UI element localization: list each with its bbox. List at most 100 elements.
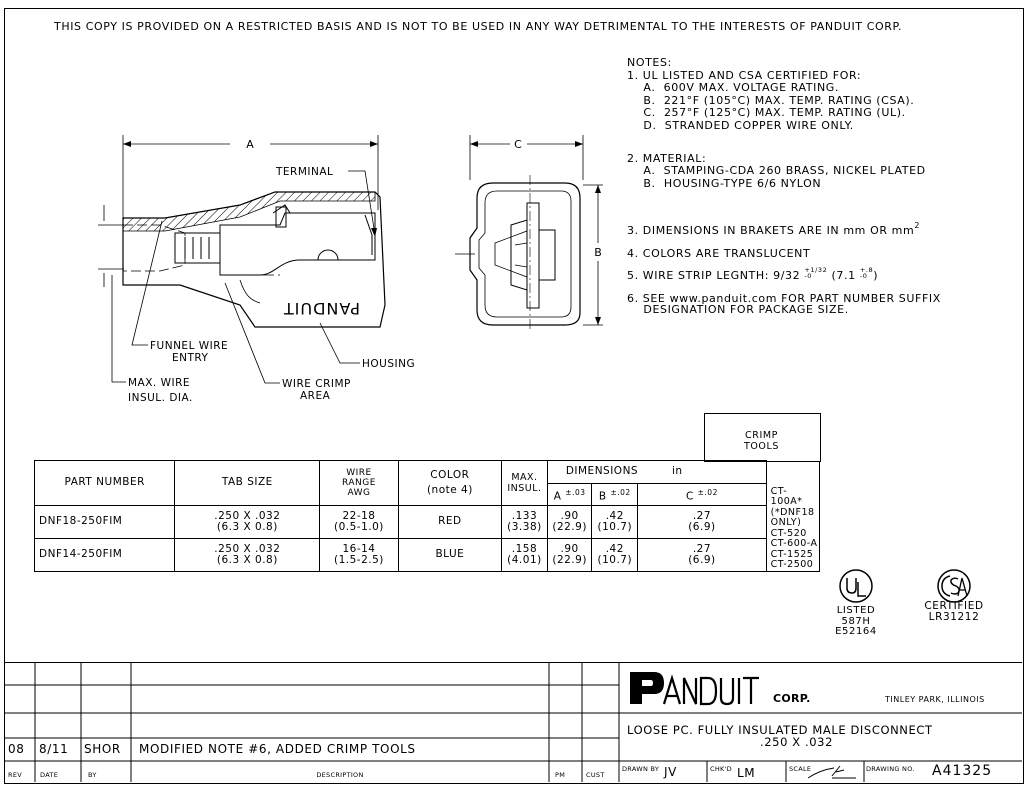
note-3-sup: 2: [914, 221, 921, 230]
notes-block: NOTES: 1. UL LISTED AND CSA CERTIFIED FO…: [627, 56, 926, 190]
row-part: DNF18-250FIM: [33, 504, 176, 539]
header-dim-a: A ±.03: [546, 482, 593, 506]
note-6-line1: 6. SEE www.panduit.com FOR PART NUMBER S…: [627, 292, 941, 305]
crimp-tool: CT-100A*: [770, 485, 803, 507]
header-tab-size: TAB SIZE: [174, 460, 321, 506]
drawn-by-label: DRAWN BY: [622, 765, 660, 773]
date-value: 8/11: [39, 742, 69, 756]
ul-line-3: E52164: [835, 626, 877, 637]
notes-title: NOTES:: [627, 56, 672, 69]
rev-header: REV: [8, 771, 22, 779]
drawn-by-value: JV: [664, 765, 677, 779]
b-1: .42: [605, 542, 624, 555]
header-dimensions: DIMENSIONS in: [546, 460, 767, 484]
dims-unit: in: [671, 465, 683, 478]
a-2: (22.9): [552, 553, 587, 566]
drawing-number: A41325: [932, 763, 993, 779]
a-1: .90: [560, 542, 579, 555]
header-part-number: PART NUMBER: [33, 460, 176, 506]
row-color: RED: [397, 504, 503, 539]
note-line: 2. MATERIAL:: [627, 151, 707, 165]
note-4: 4. COLORS ARE TRANSLUCENT: [627, 247, 811, 260]
note-line: D. STRANDED COPPER WIRE ONLY.: [627, 118, 854, 132]
max-wire-label-2: INSUL. DIA.: [128, 392, 193, 404]
mirrored-brand-text: PANDUIT: [283, 299, 360, 318]
checked-label: CHK'D: [710, 765, 732, 773]
header-wire-range: WIRE RANGE AWG: [319, 460, 399, 506]
title-block-top-rule: [4, 662, 1022, 663]
tab-1: .250 X .032: [214, 542, 281, 555]
note-line: B. 221°F (105°C) MAX. TEMP. RATING (CSA)…: [627, 93, 915, 107]
header-dim-b: B ±.02: [591, 482, 639, 506]
crimp-tool: CT-2500: [770, 559, 814, 570]
row-color: BLUE: [397, 537, 503, 572]
tab-2: (6.3 X 0.8): [216, 520, 278, 533]
funnel-label-1: FUNNEL WIRE: [150, 340, 228, 352]
row-a: .90(22.9): [546, 504, 593, 539]
sheet-border: [4, 8, 1024, 784]
header-color: COLOR (note 4): [397, 460, 503, 506]
wire-2: (1.5-2.5): [334, 553, 384, 566]
a-1: .90: [560, 509, 579, 522]
crimp-tool: (*DNF18 ONLY): [770, 506, 815, 528]
c-1: .27: [692, 542, 712, 555]
note-line: 1. UL LISTED AND CSA CERTIFIED FOR:: [627, 68, 862, 82]
drawing-title-line2: .250 X .032: [760, 735, 834, 749]
tol-plus: +.8: [859, 266, 874, 274]
table-row: DNF18-250FIM .250 X .032(6.3 X 0.8) 22-1…: [33, 504, 820, 539]
title-block-grid: [4, 662, 1022, 782]
drawing-title-line1: LOOSE PC. FULLY INSULATED MALE DISCONNEC…: [627, 723, 933, 737]
note-3-text: 3. DIMENSIONS IN BRAKETS ARE IN mm OR mm: [627, 224, 915, 237]
table-row: DNF14-250FIM .250 X .032(6.3 X 0.8) 16-1…: [33, 537, 820, 572]
pm-header: PM: [555, 771, 566, 779]
tol-minus: -0: [859, 272, 868, 280]
a-tol: ±.03: [565, 487, 586, 497]
crimp-tool: CT-520: [770, 527, 807, 539]
b-tol: ±.02: [610, 487, 631, 497]
scale-label: SCALE: [789, 765, 812, 773]
row-tab: .250 X .032(6.3 X 0.8): [174, 504, 321, 539]
b-2: (10.7): [597, 553, 633, 566]
cust-header: CUST: [586, 771, 605, 779]
note-5-tolerance-mm: +.8-0: [859, 266, 874, 280]
crimp-header-2: TOOLS: [743, 441, 780, 452]
crimp-tool: CT-1525: [770, 548, 814, 560]
company-location: TINLEY PARK, ILLINOIS: [885, 695, 985, 704]
color-h1: COLOR: [430, 468, 470, 481]
by-value: SHOR: [84, 742, 121, 756]
csa-line-2: LR31212: [928, 611, 980, 623]
crimp-tools-header: CRIMP TOOLS: [704, 430, 819, 452]
note-6-line2: DESIGNATION FOR PACKAGE SIZE.: [627, 303, 849, 316]
crimp-tool: CT-600-A: [770, 538, 818, 549]
insul-h2: INSUL.: [507, 482, 542, 494]
max-wire-label-1: MAX. WIRE: [128, 377, 190, 389]
note-3: 3. DIMENSIONS IN BRAKETS ARE IN mm OR mm…: [627, 219, 920, 237]
header-max-insul: MAX. INSUL.: [501, 460, 548, 506]
csa-certification: CERTIFIED LR31212: [910, 601, 998, 623]
ul-line-2: 587H: [841, 615, 871, 627]
note-5-text: 5. WIRE STRIP LEGNTH: 9/32: [627, 269, 801, 282]
ul-line-1: LISTED: [836, 605, 876, 616]
side-view-drawing: A PANDUIT TERMINAL FUNNEL WIRE ENTRY HOU…: [98, 135, 415, 404]
note-5-tolerance: +1/32-0: [804, 266, 828, 280]
insul-1: .158: [511, 542, 538, 555]
description-value: MODIFIED NOTE #6, ADDED CRIMP TOOLS: [139, 742, 416, 756]
row-insul: .158(4.01): [501, 537, 548, 572]
c-2: (6.9): [688, 553, 716, 566]
tab-1: .250 X .032: [214, 509, 281, 522]
tol-plus: +1/32: [804, 266, 828, 274]
b-1: .42: [605, 509, 624, 522]
crimp-header-1: CRIMP: [745, 430, 778, 441]
by-header: BY: [88, 771, 97, 779]
row-b: .42(10.7): [591, 504, 639, 539]
note-line: C. 257°F (125°C) MAX. TEMP. RATING (UL).: [627, 106, 906, 119]
funnel-label-2: ENTRY: [172, 352, 209, 364]
end-view-drawing: C B: [455, 135, 603, 330]
a-h: A: [553, 490, 562, 503]
insul-2: (4.01): [507, 553, 542, 566]
dim-b-label: B: [594, 246, 602, 259]
panduit-logo-icon: [630, 672, 759, 706]
scale-none-mark-icon: [807, 765, 856, 779]
row-wire: 16-14(1.5-2.5): [319, 537, 399, 572]
restriction-notice: THIS COPY IS PROVIDED ON A RESTRICTED BA…: [54, 20, 903, 33]
